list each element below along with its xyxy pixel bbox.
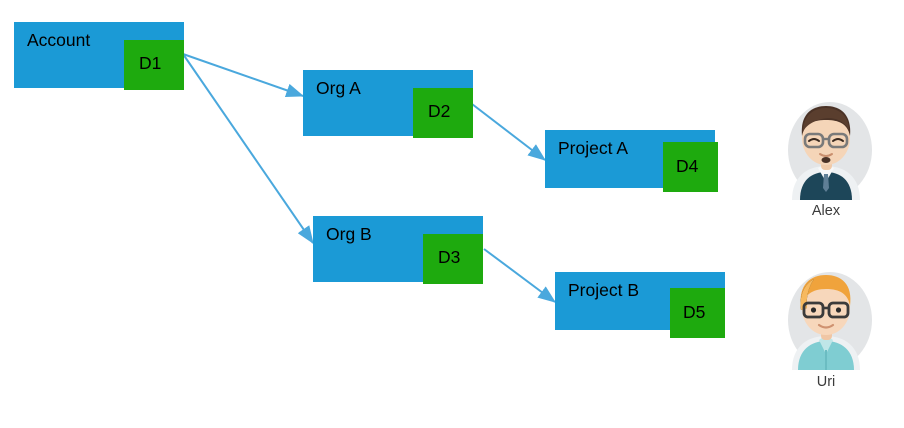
node-project-b[interactable]: Project B D5 [555, 272, 730, 340]
chip-d2-label: D2 [428, 101, 451, 121]
node-project-a[interactable]: Project A D4 [545, 130, 720, 194]
person-alex-name: Alex [811, 203, 841, 219]
chip-d3-label: D3 [438, 247, 461, 267]
node-project-b-label: Project B [568, 280, 639, 300]
node-account-label: Account [27, 30, 91, 50]
avatar-male-dark-hair-glasses-icon [788, 102, 872, 200]
node-org-a-label: Org A [316, 78, 361, 98]
chip-d5-box [670, 288, 725, 338]
avatar-male-blond-hair-glasses-icon [788, 272, 872, 370]
chip-d5-label: D5 [683, 302, 706, 322]
node-org-b[interactable]: Org B D3 [313, 216, 483, 292]
chip-d4-label: D4 [676, 156, 699, 176]
person-uri[interactable]: Uri [778, 266, 874, 396]
chip-d3-box [423, 234, 483, 284]
edge-account-to-org-b [182, 53, 314, 244]
person-alex[interactable]: Alex [778, 96, 874, 226]
chip-d2-box [413, 88, 473, 138]
node-account[interactable]: Account D1 [14, 22, 184, 98]
node-project-a-label: Project A [558, 138, 629, 158]
node-org-a[interactable]: Org A D2 [303, 70, 473, 146]
chip-d1-label: D1 [139, 53, 162, 73]
person-uri-name: Uri [816, 374, 836, 390]
chip-d1-box [124, 40, 184, 90]
chip-d4-box [663, 142, 718, 192]
node-org-b-label: Org B [326, 224, 372, 244]
edge-org-b-to-project-b [483, 248, 556, 303]
edge-org-a-to-project-a [471, 103, 546, 161]
edge-account-to-org-a [182, 53, 305, 98]
